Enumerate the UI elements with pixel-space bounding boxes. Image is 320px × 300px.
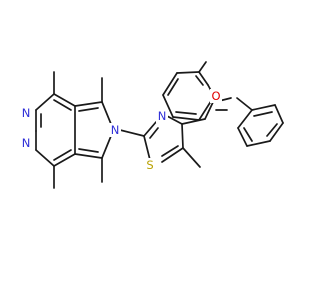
atom-label-n-pyrrole: N xyxy=(111,123,120,137)
bond xyxy=(143,135,151,161)
structure-canvas: N N N N S O xyxy=(20,61,284,189)
bond xyxy=(182,147,201,168)
bond xyxy=(101,101,112,125)
bond xyxy=(35,93,55,111)
atom-label-background xyxy=(210,89,222,103)
atom-label-s-thiazole: S xyxy=(146,158,153,172)
bond xyxy=(237,109,253,129)
bond xyxy=(181,123,184,149)
bond xyxy=(181,118,206,125)
bond xyxy=(78,107,99,112)
bond xyxy=(246,140,271,147)
atom-label-n-thiazole: N xyxy=(158,109,167,123)
bond xyxy=(253,111,273,117)
bond xyxy=(53,149,72,161)
bond xyxy=(167,78,179,96)
atom-label-o-ether: O xyxy=(211,89,220,103)
bond xyxy=(161,145,179,157)
atom-label-background xyxy=(20,106,32,120)
atom-label-n-b: N xyxy=(22,136,31,150)
bond xyxy=(166,115,183,125)
bond xyxy=(195,75,204,86)
bond xyxy=(274,104,284,124)
bond xyxy=(74,101,103,107)
atom-label-background xyxy=(144,158,156,172)
bond xyxy=(101,135,112,159)
bond xyxy=(266,123,278,137)
atom-label-background xyxy=(20,136,32,150)
atom-label-background xyxy=(109,123,121,137)
bond xyxy=(176,71,200,74)
atom-label-layer: N N N N S O xyxy=(20,89,222,172)
bond xyxy=(161,147,184,163)
bond xyxy=(237,127,248,147)
bond xyxy=(162,94,174,118)
bond xyxy=(35,149,55,167)
bond xyxy=(74,153,103,159)
bond xyxy=(119,129,145,137)
atom-label-background xyxy=(156,109,168,123)
bond xyxy=(175,111,197,115)
bond xyxy=(243,127,253,142)
bond xyxy=(236,97,253,111)
bond xyxy=(53,99,72,111)
bond xyxy=(162,72,178,96)
bond xyxy=(149,127,159,139)
bond xyxy=(172,116,200,121)
atom-label-n-a: N xyxy=(22,106,31,120)
bond xyxy=(198,61,207,73)
bond xyxy=(251,104,276,111)
bond xyxy=(143,121,157,137)
bond xyxy=(78,148,99,153)
bond xyxy=(53,153,76,167)
bond-layer xyxy=(35,61,284,189)
bond xyxy=(198,71,209,86)
bond xyxy=(53,93,76,107)
molecule-diagram: N N N N S O xyxy=(20,61,284,189)
bond xyxy=(269,122,284,142)
